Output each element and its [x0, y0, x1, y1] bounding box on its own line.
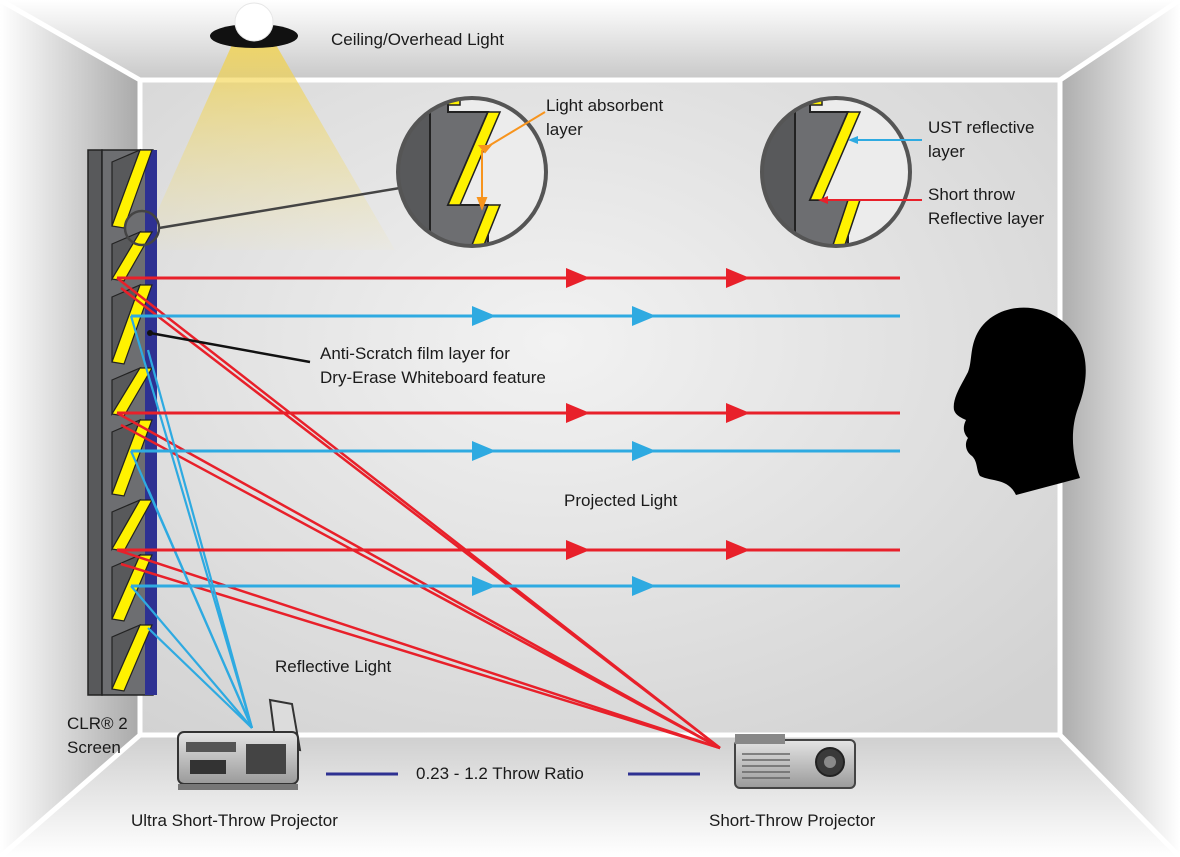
short-throw-projector-icon — [734, 734, 856, 789]
reflective-light-label: Reflective Light — [275, 657, 392, 676]
ray-arrowhead — [566, 403, 590, 423]
magnifier-reflective-layers — [760, 96, 922, 248]
ray-arrowhead — [632, 306, 656, 326]
ceiling-lamp-icon — [140, 2, 395, 250]
short-throw-reflective-line2: Reflective layer — [928, 209, 1045, 228]
ceiling-light-label: Ceiling/Overhead Light — [331, 30, 504, 49]
ray-arrowhead — [726, 403, 750, 423]
screen-backing — [87, 149, 103, 696]
ray-arrowhead — [566, 540, 590, 560]
ust-incident-ray — [147, 627, 253, 729]
light-absorbent-label: Light absorbent layer — [546, 94, 663, 142]
ust-projector-icon — [177, 698, 302, 790]
st-projector-label: Short-Throw Projector — [709, 811, 876, 830]
ray-arrowhead — [726, 268, 750, 288]
ray-arrowhead — [472, 441, 496, 461]
ust-reflective-line1: UST reflective — [928, 118, 1035, 137]
magnifier-light-absorbent — [396, 96, 548, 248]
short-throw-incident-ray — [116, 411, 721, 750]
clr-screen — [87, 148, 157, 696]
short-throw-reflective-line1: Short throw — [928, 185, 1015, 204]
ust-incident-ray — [146, 488, 254, 729]
projected-light-label: Projected Light — [564, 491, 678, 510]
throw-ratio-label: 0.23 - 1.2 Throw Ratio — [416, 764, 584, 783]
light-rays — [116, 268, 900, 750]
sawtooth-facet — [111, 624, 153, 692]
light-cone — [140, 38, 395, 250]
screen-line2: Screen — [67, 738, 121, 757]
ust-reflective-label: UST reflective layer — [928, 116, 1034, 164]
ray-arrowhead — [632, 441, 656, 461]
ust-projector-label: Ultra Short-Throw Projector — [131, 811, 338, 830]
zoom-pointer-line — [158, 186, 401, 230]
short-throw-reflective-label: Short throw Reflective layer — [928, 183, 1044, 231]
anti-scratch-line1: Anti-Scratch film layer for — [320, 344, 510, 363]
anti-scratch-line2: Dry-Erase Whiteboard feature — [320, 368, 546, 387]
ray-arrowhead — [472, 576, 496, 596]
ust-incident-ray — [130, 585, 253, 729]
orange-arrows — [476, 111, 546, 211]
ray-arrowhead — [726, 540, 750, 560]
light-absorbent-line2: layer — [546, 120, 583, 139]
screen-label: CLR® 2 Screen — [67, 712, 128, 760]
anti-scratch-label: Anti-Scratch film layer for Dry-Erase Wh… — [320, 342, 546, 390]
short-throw-incident-ray — [120, 562, 721, 750]
ray-arrowhead — [632, 576, 656, 596]
ust-reflective-line2: layer — [928, 142, 965, 161]
short-throw-incident-ray — [120, 287, 721, 749]
ray-arrowhead — [566, 268, 590, 288]
right-wall — [1060, 0, 1180, 857]
ust-incident-ray — [129, 315, 254, 729]
sawtooth-facet — [111, 419, 153, 497]
ray-arrowhead — [472, 306, 496, 326]
ceiling — [0, 0, 1180, 80]
viewer-head-icon — [953, 307, 1086, 495]
screen-line1: CLR® 2 — [67, 714, 128, 733]
light-absorbent-line1: Light absorbent — [546, 96, 664, 115]
short-throw-incident-ray — [116, 548, 721, 750]
anti-scratch-pointer — [149, 331, 311, 364]
sawtooth-layer — [111, 148, 154, 692]
